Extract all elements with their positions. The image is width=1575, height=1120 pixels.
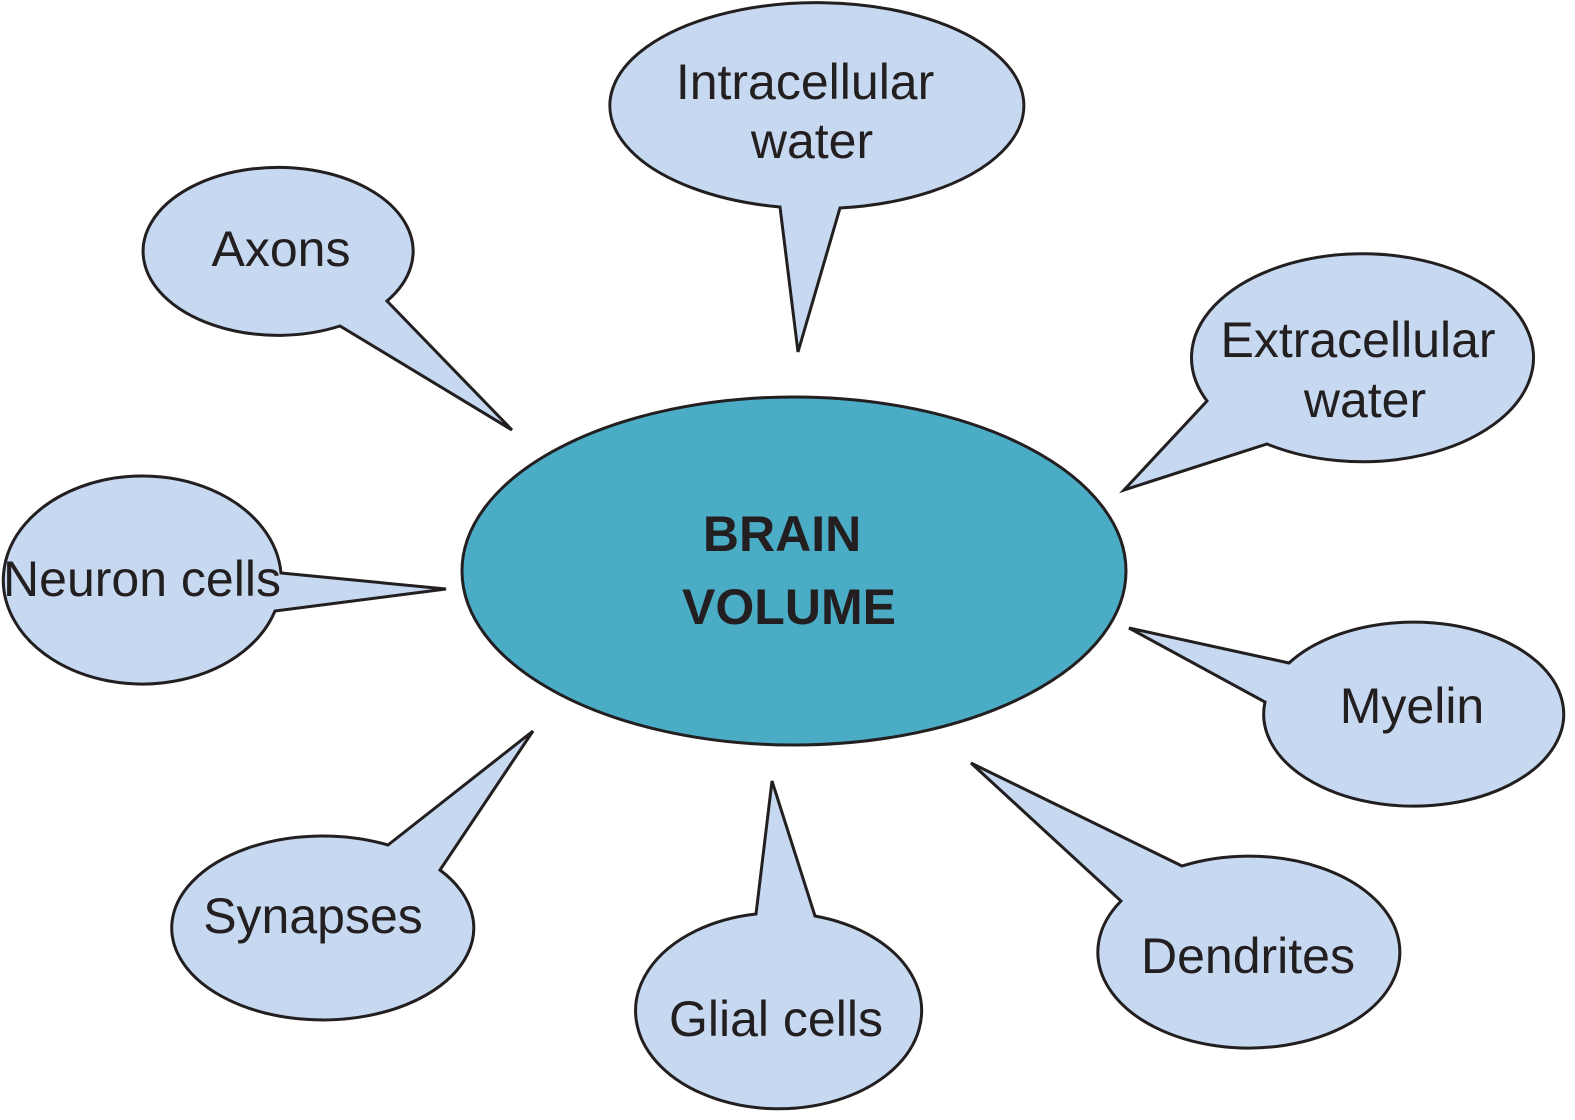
bubble-neuron-cells: Neuron cells: [1, 474, 447, 686]
bubble-dendrites: Dendrites: [969, 761, 1402, 1050]
extracellular-water-line2: water: [1303, 372, 1426, 428]
center-ellipse: [460, 395, 1128, 747]
intracellular-water-line2: water: [750, 113, 873, 169]
bubble-axons: Axons: [141, 165, 514, 432]
extracellular-water-line1: Extracellular: [1220, 312, 1495, 368]
myelin-label: Myelin: [1340, 678, 1484, 734]
dendrites-label: Dendrites: [1141, 928, 1355, 984]
center-node-brain-volume: BRAIN VOLUME: [460, 395, 1128, 747]
intracellular-water-line1: Intracellular: [676, 54, 934, 110]
bubble-synapses: Synapses: [170, 729, 535, 1022]
bubble-intracellular-water: Intracellular water: [608, 1, 1026, 353]
intracellular-water-label: Intracellular water: [676, 54, 948, 169]
center-label: BRAIN VOLUME: [682, 506, 896, 635]
bubble-myelin: Myelin: [1128, 620, 1566, 808]
center-label-line2: VOLUME: [682, 579, 896, 635]
axons-label: Axons: [212, 221, 351, 277]
bubble-extracellular-water: Extracellular water: [1118, 252, 1535, 494]
extracellular-water-label: Extracellular water: [1220, 312, 1509, 428]
center-label-line1: BRAIN: [703, 506, 861, 562]
glial-cells-label: Glial cells: [669, 991, 883, 1047]
synapses-label: Synapses: [203, 888, 423, 944]
bubble-glial-cells: Glial cells: [634, 780, 924, 1111]
neuron-cells-label: Neuron cells: [3, 551, 281, 607]
